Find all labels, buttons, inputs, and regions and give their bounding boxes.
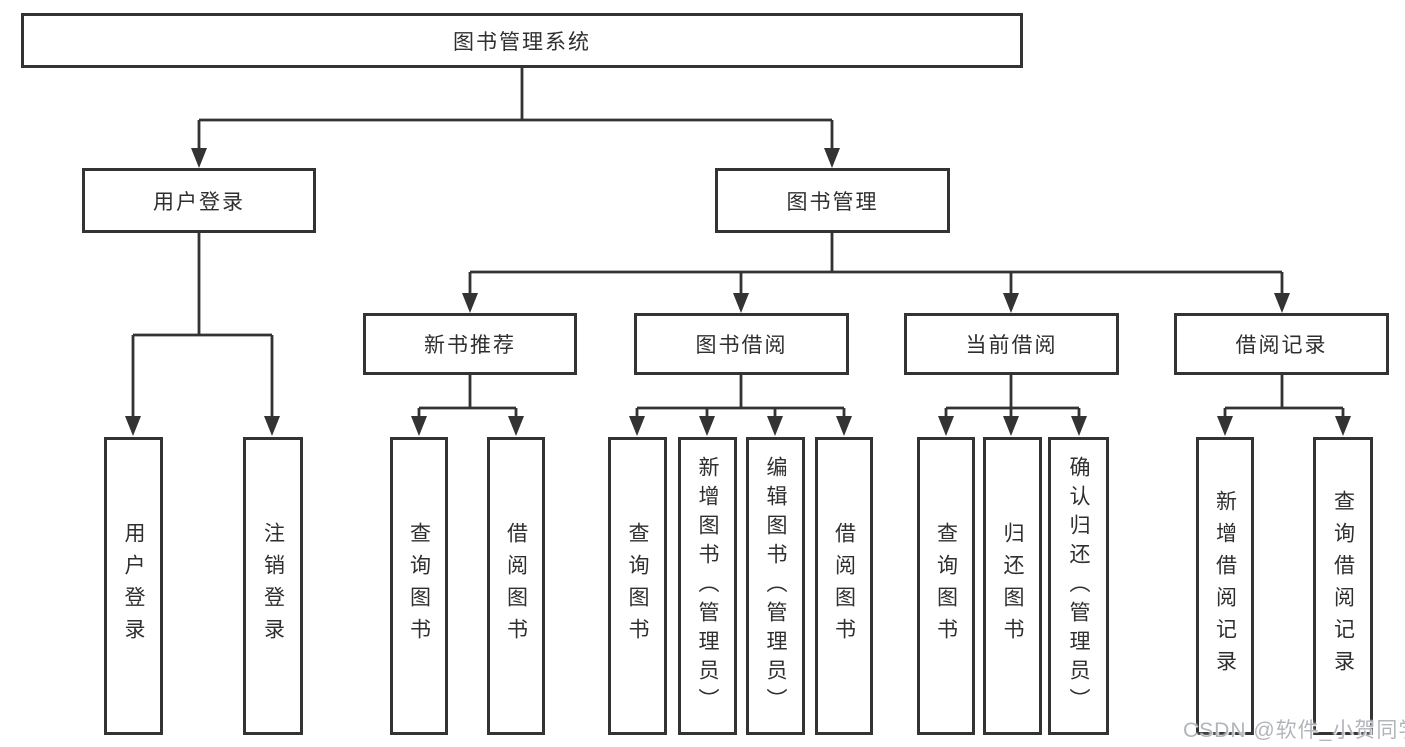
arrowheads (125, 148, 1351, 436)
leaf-return-books: 归还图书 (983, 437, 1042, 735)
node-label: 新增图书（管理员） (696, 455, 719, 717)
leaf-query-borrow-record: 查询借阅记录 (1313, 437, 1373, 735)
arrow-down-icon (508, 416, 524, 436)
node-label: 新书推荐 (424, 334, 516, 357)
node-library-management-system: 图书管理系统 (21, 13, 1023, 68)
leaf-query-books-current: 查询图书 (917, 437, 975, 735)
arrow-down-icon (191, 148, 207, 168)
leaf-logout: 注销登录 (243, 437, 303, 735)
node-label: 用户登录 (122, 522, 145, 650)
leaf-query-books-recommend: 查询图书 (390, 437, 448, 735)
node-book-management: 图书管理 (715, 168, 950, 233)
arrow-down-icon (733, 293, 749, 313)
arrow-down-icon (836, 416, 852, 436)
node-label: 当前借阅 (965, 334, 1058, 357)
node-book-borrowing: 图书借阅 (634, 313, 849, 375)
leaf-user-login: 用户登录 (104, 437, 163, 735)
node-label: 查询图书 (934, 522, 958, 650)
leaf-borrow-books: 借阅图书 (815, 437, 873, 735)
watermark: CSDN @软件_小贺同学 (1183, 719, 1405, 742)
leaf-borrow-books-recommend: 借阅图书 (487, 437, 545, 735)
node-label: 查询图书 (407, 522, 431, 650)
arrow-down-icon (629, 416, 645, 436)
leaf-confirm-return-admin: 确认归还（管理员） (1048, 437, 1109, 735)
node-label: 注销登录 (261, 522, 285, 650)
arrow-down-icon (1335, 416, 1351, 436)
node-new-book-recommend: 新书推荐 (363, 313, 577, 375)
arrow-down-icon (699, 416, 715, 436)
arrow-down-icon (1217, 416, 1233, 436)
node-label: 查询图书 (626, 522, 649, 650)
arrow-down-icon (462, 293, 478, 313)
node-label: 新增借阅记录 (1213, 490, 1237, 682)
node-label: 用户登录 (153, 190, 245, 214)
arrow-down-icon (264, 416, 280, 436)
node-label: 归还图书 (1001, 522, 1024, 650)
node-label: 借阅图书 (832, 522, 856, 650)
leaf-add-books-admin: 新增图书（管理员） (678, 437, 737, 735)
arrow-down-icon (1003, 293, 1019, 313)
arrow-down-icon (125, 416, 141, 436)
node-current-borrowing: 当前借阅 (904, 313, 1119, 375)
node-label: 图书借阅 (695, 334, 788, 357)
leaf-add-borrow-record: 新增借阅记录 (1196, 437, 1254, 735)
arrow-down-icon (1071, 416, 1087, 436)
node-label: 编辑图书（管理员） (764, 455, 787, 717)
node-label: 借阅图书 (504, 522, 528, 650)
arrow-down-icon (411, 416, 427, 436)
node-label: 确认归还（管理员） (1067, 455, 1090, 717)
arrow-down-icon (1003, 416, 1019, 436)
arrow-down-icon (767, 416, 783, 436)
node-label: 图书管理系统 (453, 30, 591, 54)
node-label: 查询借阅记录 (1331, 490, 1355, 682)
arrow-down-icon (938, 416, 954, 436)
leaf-edit-books-admin: 编辑图书（管理员） (746, 437, 805, 735)
node-borrowing-records: 借阅记录 (1174, 313, 1389, 375)
node-label: 借阅记录 (1235, 334, 1328, 357)
arrow-down-icon (1274, 293, 1290, 313)
node-label: 图书管理 (786, 190, 879, 214)
node-user-login: 用户登录 (82, 168, 316, 233)
arrow-down-icon (824, 148, 840, 168)
leaf-query-books-borrowing: 查询图书 (608, 437, 667, 735)
